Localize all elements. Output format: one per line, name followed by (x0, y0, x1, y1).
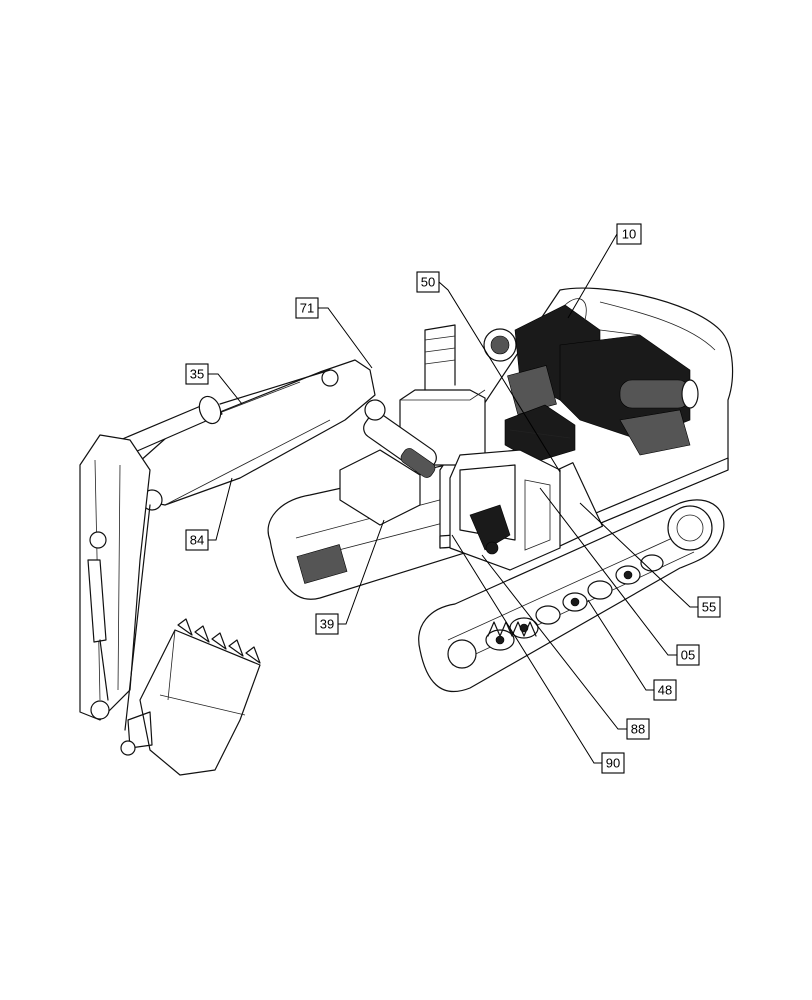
callout-88[interactable]: 88 (626, 718, 650, 740)
callout-50-label: 50 (421, 275, 435, 290)
leader-39 (338, 519, 385, 625)
bucket (120, 618, 261, 776)
callout-05[interactable]: 05 (676, 644, 700, 666)
callout-39[interactable]: 39 (315, 613, 339, 635)
callout-84-label: 84 (190, 533, 204, 548)
callout-48[interactable]: 48 (653, 679, 677, 701)
boom-cylinder (339, 399, 437, 526)
hydraulic-valve-block (504, 404, 576, 463)
leader-90 (451, 534, 602, 764)
callout-71-label: 71 (300, 301, 314, 316)
callout-05-label: 05 (681, 648, 695, 663)
leader-88 (481, 554, 627, 730)
engine-assembly (483, 298, 699, 456)
leader-35 (208, 373, 243, 405)
leader-50 (438, 281, 561, 473)
leader-71 (318, 307, 373, 369)
callout-48-label: 48 (658, 683, 672, 698)
operator-cab (449, 449, 561, 571)
callout-84[interactable]: 84 (185, 529, 209, 551)
callout-labels: 10 50 71 35 84 39 55 05 (185, 223, 721, 774)
leader-48 (587, 599, 654, 691)
leader-lines (208, 233, 698, 764)
callout-39-label: 39 (320, 617, 334, 632)
callout-88-label: 88 (631, 722, 645, 737)
leader-84 (208, 477, 233, 541)
boom (129, 359, 376, 511)
arm (79, 434, 151, 731)
excavator-illustration (79, 287, 734, 776)
callout-55[interactable]: 55 (697, 596, 721, 618)
callout-90[interactable]: 90 (601, 752, 625, 774)
leader-55 (579, 502, 698, 608)
callout-71[interactable]: 71 (295, 297, 319, 319)
callout-35[interactable]: 35 (185, 363, 209, 385)
bucket-cylinder (87, 559, 109, 701)
callout-35-label: 35 (190, 367, 204, 382)
leader-10 (567, 233, 618, 319)
callout-50[interactable]: 50 (416, 271, 440, 293)
leader-05 (539, 487, 677, 656)
callout-10-label: 10 (622, 227, 636, 242)
callout-10[interactable]: 10 (616, 223, 642, 245)
front-track (418, 499, 725, 693)
callout-90-label: 90 (606, 756, 620, 771)
callout-55-label: 55 (702, 600, 716, 615)
